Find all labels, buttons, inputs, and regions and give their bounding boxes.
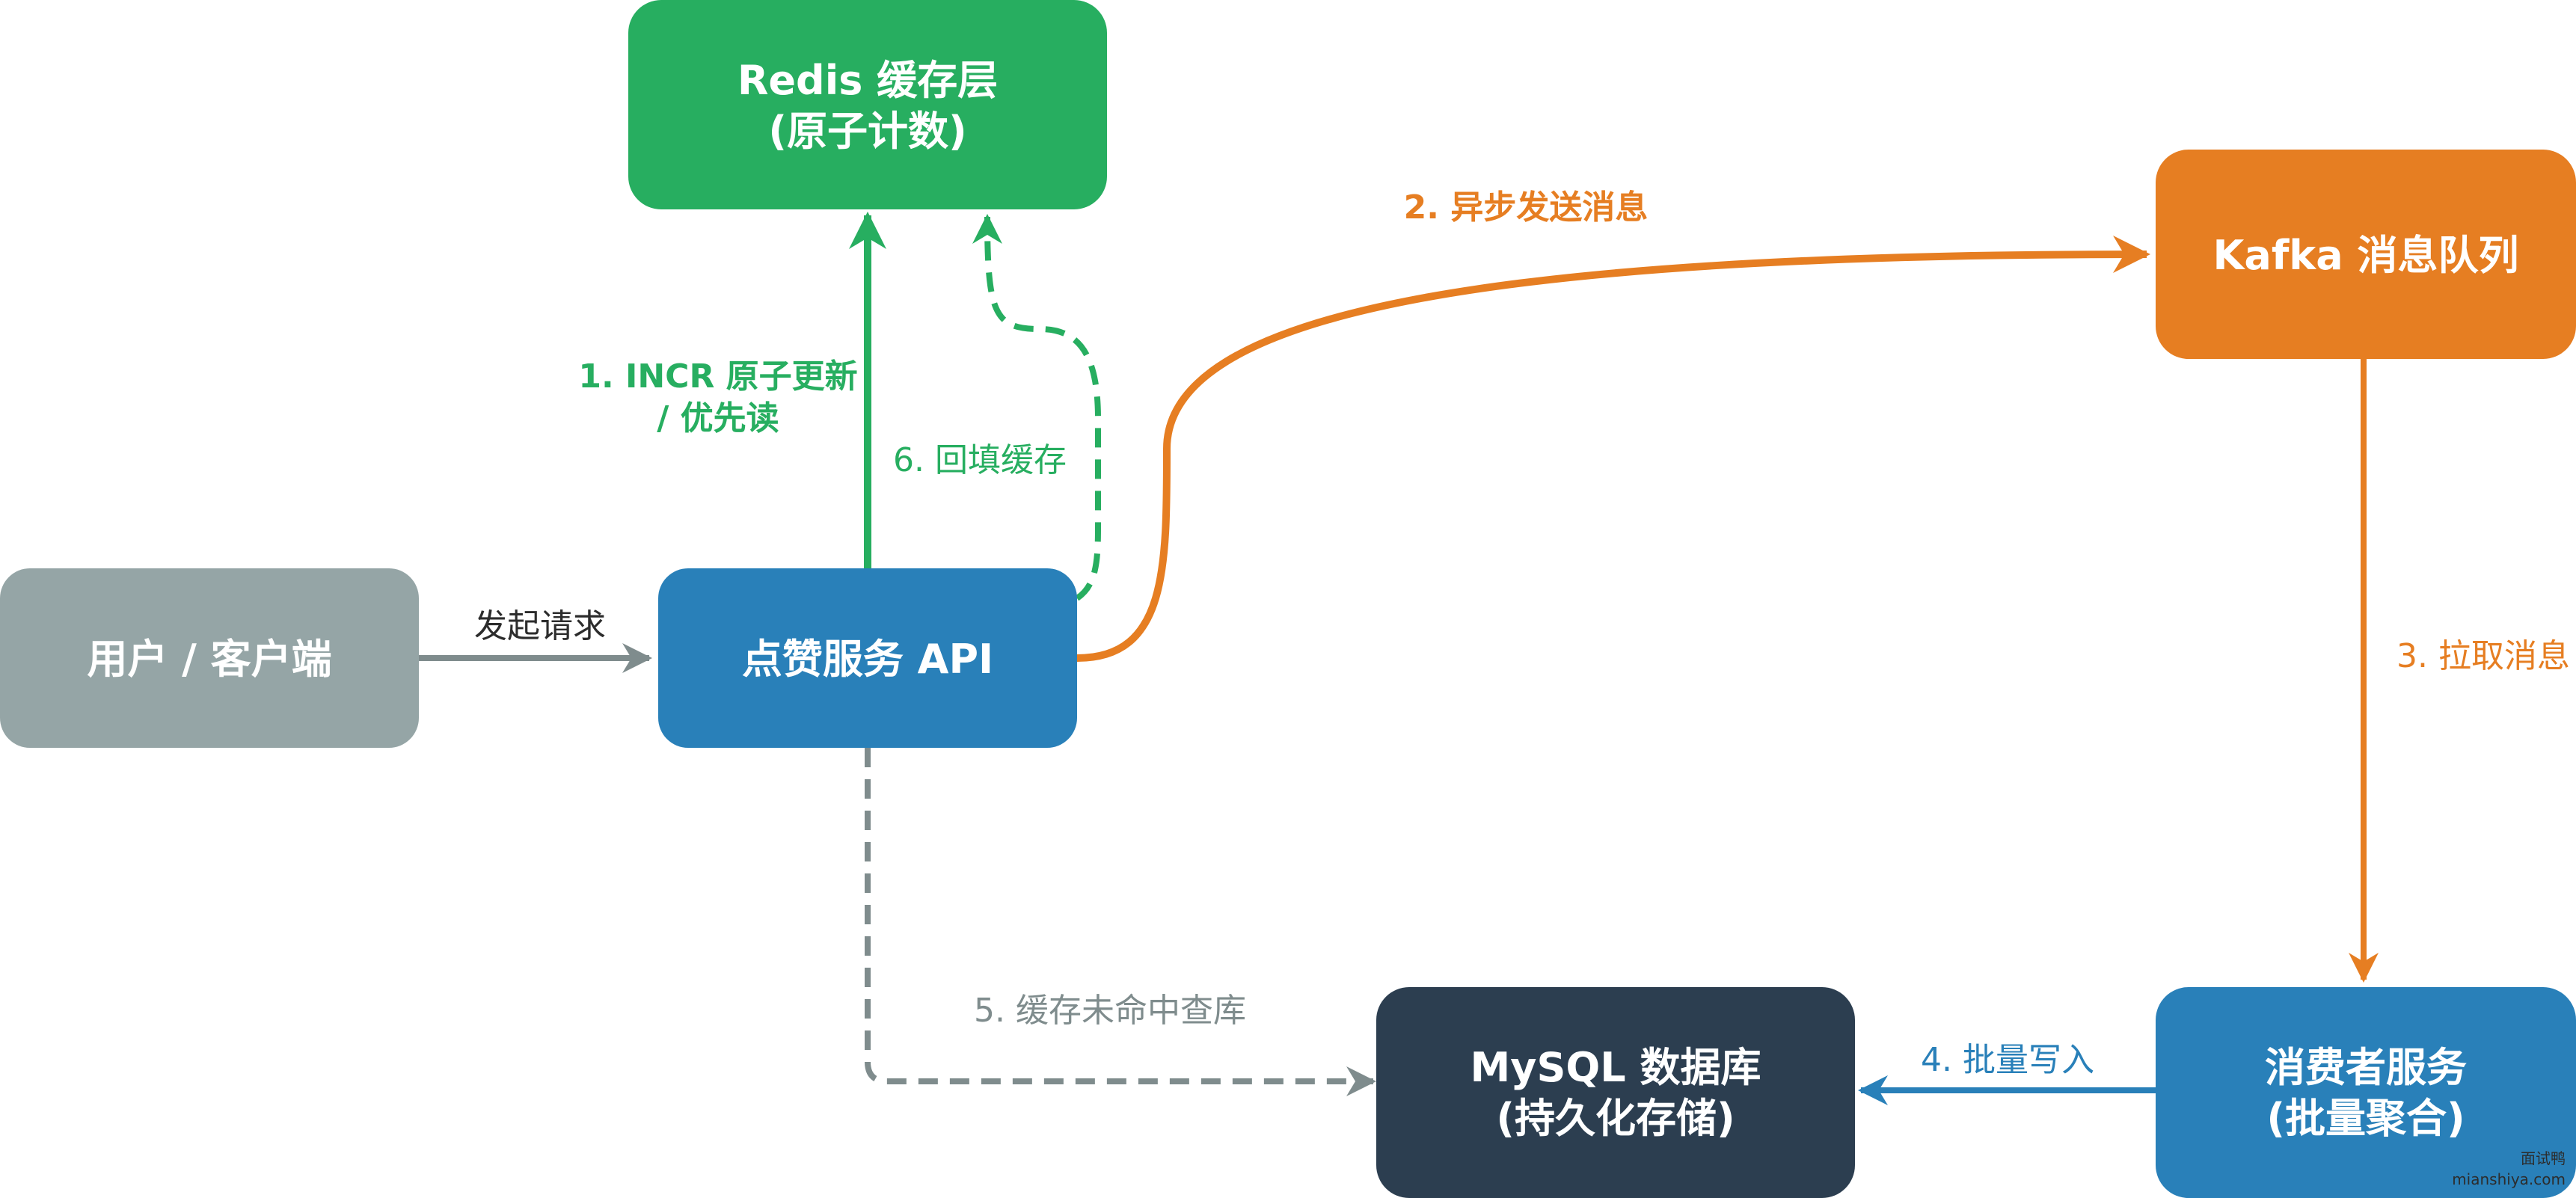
watermark-line2: mianshiya.com [2452,1170,2566,1188]
api-label: 点赞服务 API [742,636,993,683]
edge-label-backfill: 6. 回填缓存 [893,441,1067,479]
redis-label-line1: Redis 缓存层 [737,57,998,104]
mysql-label-line2: (持久化存储) [1496,1095,1735,1142]
client-node: 用户 / 客户端 [0,568,419,748]
kafka-label: Kafka 消息队列 [2213,232,2519,279]
edge-label-incr-line1: 1. INCR 原子更新 [578,357,857,396]
edge-label-request: 发起请求 [474,607,606,645]
consumer-label-line1: 消费者服务 [2265,1044,2467,1091]
edge-label-batch-write: 4. 批量写入 [1921,1041,2094,1079]
client-label: 用户 / 客户端 [87,636,331,683]
edge-label-incr-line2: / 优先读 [657,399,779,437]
consumer-node: 消费者服务 (批量聚合) [2156,987,2576,1198]
edge-label-cache-miss: 5. 缓存未命中查库 [974,992,1246,1030]
kafka-node: Kafka 消息队列 [2156,150,2576,359]
edge-backfill-arrow [972,214,1102,601]
consumer-label-line2: (批量聚合) [2266,1095,2465,1142]
watermark-line1: 面试鸭 [2521,1149,2566,1167]
mysql-node: MySQL 数据库 (持久化存储) [1376,987,1855,1198]
redis-node: Redis 缓存层 (原子计数) [628,0,1107,209]
edge-label-async-send: 2. 异步发送消息 [1404,188,1649,227]
edge-cache-miss-arrow [865,748,1376,1096]
edge-label-pull: 3. 拉取消息 [2396,637,2570,675]
mysql-label-line1: MySQL 数据库 [1471,1044,1761,1091]
api-node: 点赞服务 API [658,568,1077,748]
edge-async-send-arrow [1076,236,2150,662]
redis-label-line2: (原子计数) [768,108,966,155]
